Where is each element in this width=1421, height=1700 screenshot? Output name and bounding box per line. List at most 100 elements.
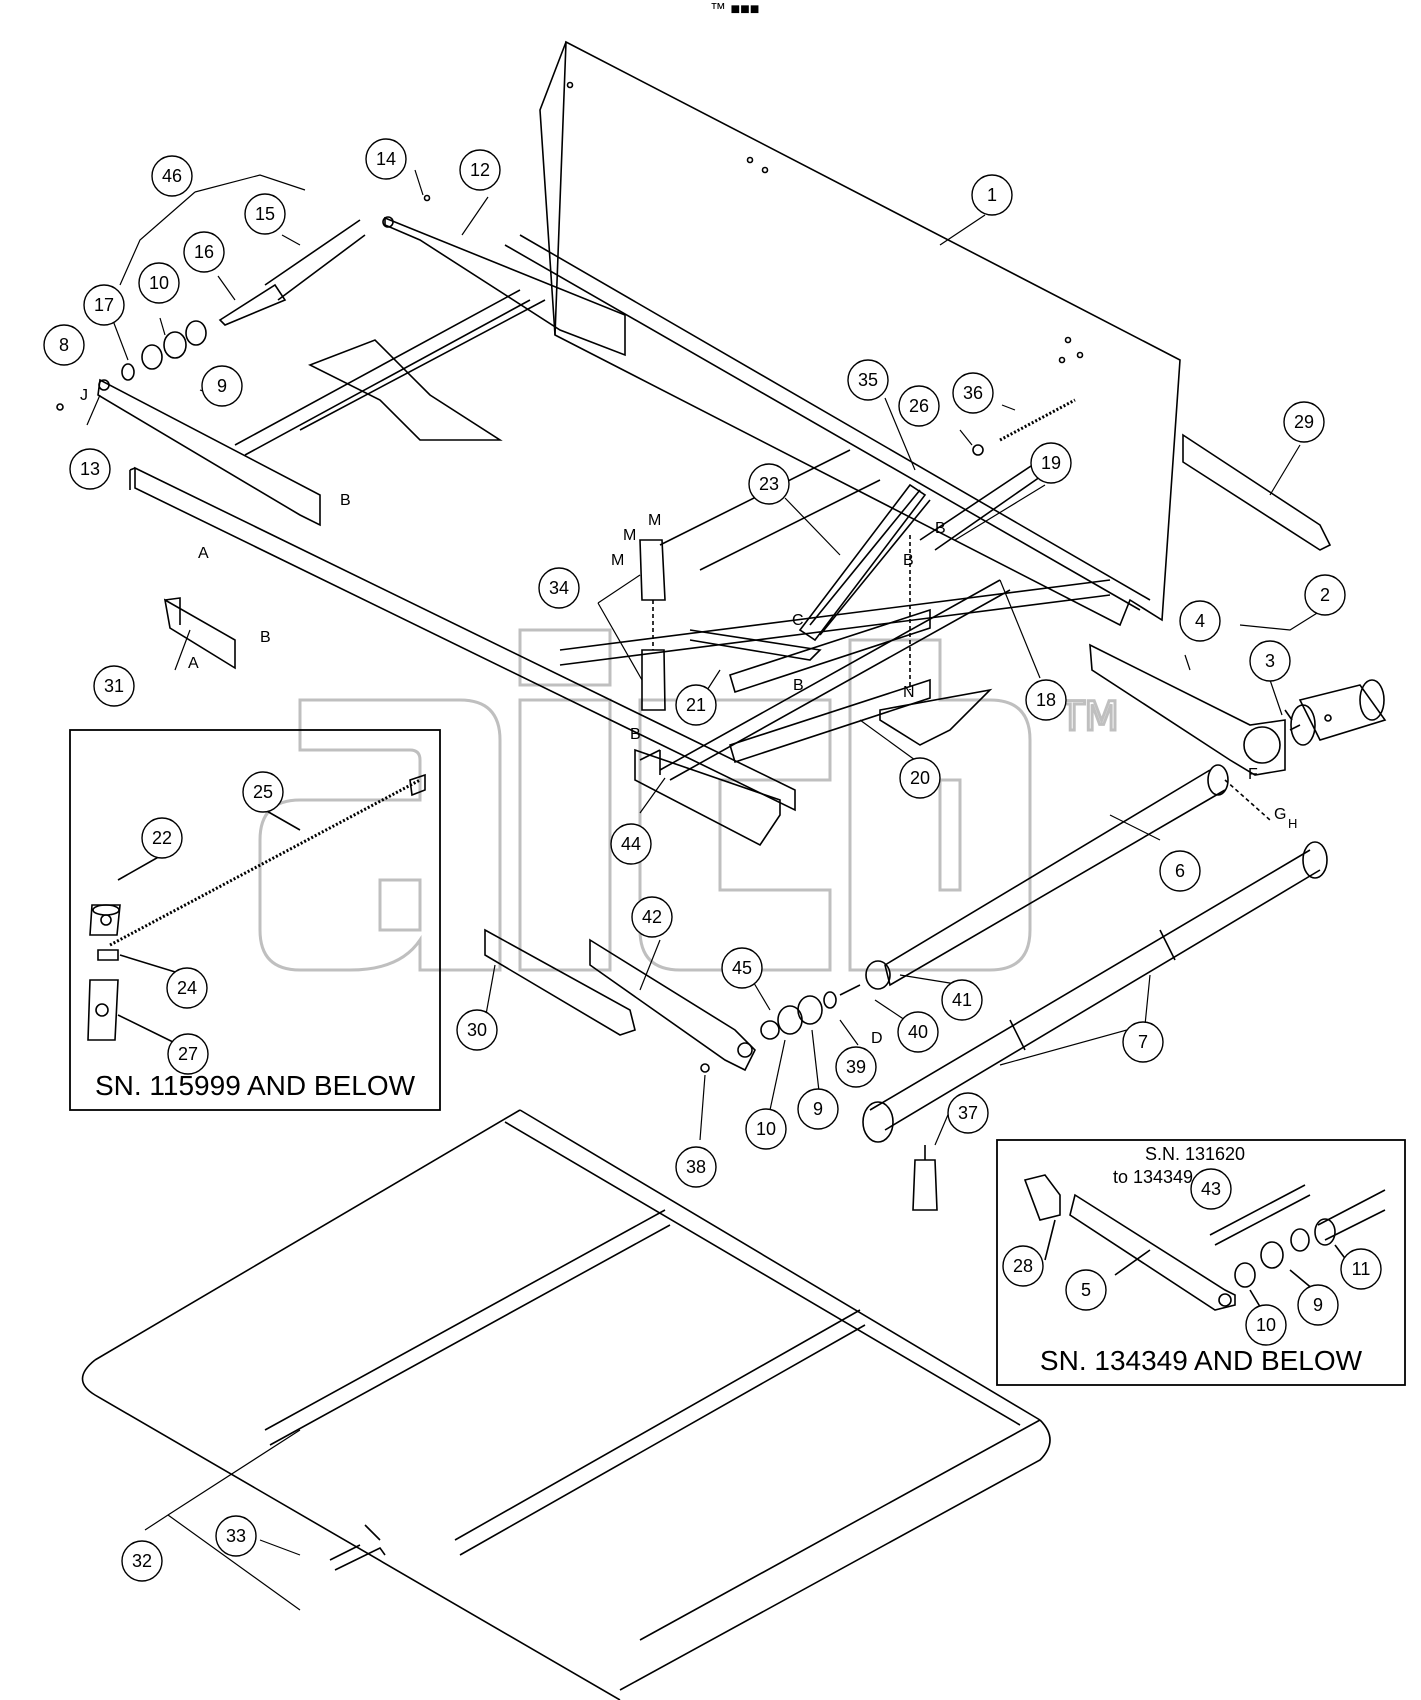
- callout-23: 23: [748, 463, 790, 505]
- svg-text:46: 46: [162, 166, 182, 186]
- svg-text:26: 26: [909, 396, 929, 416]
- svg-text:27: 27: [178, 1044, 198, 1064]
- svg-text:31: 31: [104, 676, 124, 696]
- ref-letter-b2: B: [260, 629, 271, 646]
- svg-text:22: 22: [152, 828, 172, 848]
- callout-5: 5: [1065, 1269, 1107, 1311]
- svg-text:40: 40: [908, 1022, 928, 1042]
- svg-text:25: 25: [253, 782, 273, 802]
- callout-25: 25: [242, 771, 284, 813]
- ref-letter-h: H: [1288, 816, 1297, 831]
- svg-text:9: 9: [1313, 1295, 1323, 1315]
- svg-text:42: 42: [642, 907, 662, 927]
- inset-b-title: SN. 134349 AND BELOW: [1040, 1345, 1363, 1376]
- sleeve-34-bottom: [641, 649, 666, 711]
- bracket-31: [163, 597, 236, 670]
- callout-28: 28: [1002, 1245, 1044, 1287]
- callout-20: 20: [899, 757, 941, 799]
- callout-11: 11: [1340, 1248, 1382, 1290]
- channel-44: [634, 748, 781, 847]
- back-panel: [554, 40, 1181, 627]
- callout-10b: 10: [745, 1108, 787, 1150]
- side-rail-left: [134, 466, 796, 812]
- tray-32: [81, 1109, 1051, 1700]
- arm-13: [97, 378, 321, 527]
- callout-41: 41: [941, 979, 983, 1021]
- svg-text:13: 13: [80, 459, 100, 479]
- callouts: 1 2 3 4 5 6 7 8 9 9 9 10 10 10 11 12 13 …: [43, 138, 1382, 1582]
- callout-16: 16: [183, 231, 225, 273]
- callout-18: 18: [1025, 679, 1067, 721]
- watermark: TM: [258, 628, 1120, 972]
- svg-text:10: 10: [1256, 1315, 1276, 1335]
- callout-2: 2: [1304, 574, 1346, 616]
- callout-6: 6: [1159, 850, 1201, 892]
- front-rail: [504, 234, 1151, 611]
- svg-text:29: 29: [1294, 412, 1314, 432]
- callout-9a: 9: [201, 365, 243, 407]
- svg-text:1: 1: [987, 185, 997, 205]
- support-plate: [879, 688, 993, 746]
- callout-14: 14: [365, 138, 407, 180]
- shaft-15: [264, 219, 366, 301]
- callout-46: 46: [151, 155, 193, 197]
- callout-37: 37: [947, 1092, 989, 1134]
- ref-letter-b1: B: [340, 492, 351, 509]
- ref-letter-b4: B: [903, 552, 914, 569]
- callout-7: 7: [1122, 1021, 1164, 1063]
- callout-33: 33: [215, 1515, 257, 1557]
- svg-text:12: 12: [470, 160, 490, 180]
- inset-b-note-line2: to 134349: [1113, 1167, 1193, 1187]
- callout-45: 45: [721, 947, 763, 989]
- callout-19: 19: [1030, 442, 1072, 484]
- svg-text:18: 18: [1036, 690, 1056, 710]
- svg-text:21: 21: [686, 695, 706, 715]
- svg-text:15: 15: [255, 204, 275, 224]
- center-plate: [308, 339, 503, 441]
- callout-24: 24: [166, 967, 208, 1009]
- ref-letter-a1: A: [198, 545, 209, 562]
- sleeve-34-top: [639, 539, 666, 601]
- callout-36: 36: [952, 372, 994, 414]
- strap-29: [1182, 433, 1332, 551]
- svg-text:6: 6: [1175, 861, 1185, 881]
- reference-letters: J B A B A M M M C B B B N B F G H D: [80, 387, 1297, 1047]
- watermark-tm: TM: [1059, 694, 1119, 740]
- svg-text:8: 8: [59, 335, 69, 355]
- ref-letter-f: F: [1248, 766, 1258, 783]
- svg-text:14: 14: [376, 149, 396, 169]
- ref-letter-a2: A: [188, 655, 199, 672]
- motor-mount-4: [1089, 643, 1286, 776]
- callout-30: 30: [456, 1009, 498, 1051]
- callout-1: 1: [971, 174, 1013, 216]
- ref-letter-m1: M: [648, 512, 661, 529]
- callout-10a: 10: [138, 262, 180, 304]
- svg-text:28: 28: [1013, 1256, 1033, 1276]
- svg-text:34: 34: [549, 578, 569, 598]
- svg-text:32: 32: [132, 1551, 152, 1571]
- callout-40: 40: [897, 1011, 939, 1053]
- svg-text:44: 44: [621, 834, 641, 854]
- callout-17: 17: [83, 284, 125, 326]
- ref-letter-j: J: [80, 387, 88, 404]
- callout-29: 29: [1283, 401, 1325, 443]
- callout-38: 38: [675, 1146, 717, 1188]
- callout-15: 15: [244, 193, 286, 235]
- callout-44: 44: [610, 823, 652, 865]
- svg-text:30: 30: [467, 1020, 487, 1040]
- arm-30: [484, 928, 636, 1036]
- main-assembly: [56, 40, 1387, 1211]
- inset-b-note-line1: S.N. 131620: [1145, 1144, 1245, 1164]
- svg-text:5: 5: [1081, 1280, 1091, 1300]
- svg-text:33: 33: [226, 1526, 246, 1546]
- svg-text:24: 24: [177, 978, 197, 998]
- ref-letter-d: D: [871, 1030, 883, 1047]
- svg-text:16: 16: [194, 242, 214, 262]
- svg-text:20: 20: [910, 768, 930, 788]
- svg-text:4: 4: [1195, 611, 1205, 631]
- grease-37: [912, 1145, 938, 1211]
- svg-text:36: 36: [963, 383, 983, 403]
- callout-21: 21: [675, 684, 717, 726]
